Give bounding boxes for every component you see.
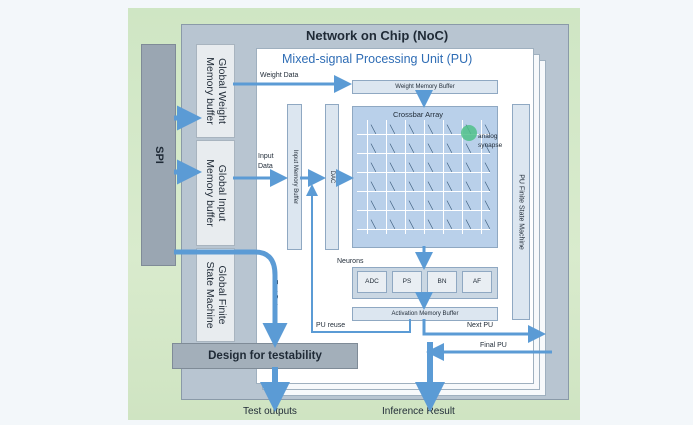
crossbar-column-line	[462, 120, 463, 234]
crossbar-cell: ╲	[466, 182, 471, 191]
crossbar-cell: ╲	[485, 220, 490, 229]
global-input-memory-buffer: Global Input Memory buffer	[196, 140, 235, 246]
crossbar-row-line	[357, 172, 490, 173]
crossbar-cell: ╲	[447, 125, 452, 134]
activation-memory-buffer-label: Activation Memory Buffer	[391, 311, 459, 317]
crossbar-cell: ╲	[371, 182, 376, 191]
crossbar-cell: ╲	[390, 220, 395, 229]
neuron-bn: BN	[427, 271, 457, 293]
crossbar-cell: ╲	[371, 201, 376, 210]
crossbar-cell: ╲	[371, 163, 376, 172]
crossbar-cell: ╲	[428, 125, 433, 134]
neuron-ps: PS	[392, 271, 422, 293]
crossbar-title: Crossbar Array	[393, 110, 444, 119]
crossbar-cell: ╲	[409, 125, 414, 134]
pu-reuse-label: PU reuse	[316, 322, 346, 329]
neurons-title: Neurons	[337, 258, 364, 265]
pu-title: Mixed-signal Processing Unit (PU)	[282, 52, 473, 66]
crossbar-column-line	[386, 120, 387, 234]
crossbar-cell: ╲	[390, 125, 395, 134]
crossbar-cell: ╲	[428, 182, 433, 191]
crossbar-cell: ╲	[447, 182, 452, 191]
crossbar-cell: ╲	[428, 220, 433, 229]
pu-finite-state-machine: PU Finite State Machine	[512, 104, 530, 320]
crossbar-cell: ╲	[485, 144, 490, 153]
neuron-af: AF	[462, 271, 492, 293]
neuron-adc: ADC	[357, 271, 387, 293]
crossbar-cell: ╲	[390, 144, 395, 153]
global-weight-memory-buffer: Global Weight Memory buffer	[196, 44, 235, 138]
weight-memory-buffer-label: Weight Memory Buffer	[395, 84, 455, 90]
crossbar-cell: ╲	[485, 182, 490, 191]
global-finite-state-machine: Global Finite State Machine	[196, 248, 235, 342]
crossbar-cell: ╲	[485, 201, 490, 210]
crossbar-row-line	[357, 229, 490, 230]
crossbar-cell: ╲	[466, 144, 471, 153]
crossbar-cell: ╲	[447, 144, 452, 153]
crossbar-column-line	[481, 120, 482, 234]
next-pu-label: Next PU	[467, 322, 494, 329]
spi-block: SPI	[141, 44, 176, 266]
crossbar-cell: ╲	[371, 125, 376, 134]
crossbar-cell: ╲	[447, 201, 452, 210]
final-pu-label: Final PU	[480, 342, 507, 349]
crossbar-cell: ╲	[466, 163, 471, 172]
crossbar-cell: ╲	[409, 144, 414, 153]
crossbar-column-line	[424, 120, 425, 234]
crossbar-cell: ╲	[485, 163, 490, 172]
crossbar-cell: ╲	[447, 220, 452, 229]
crossbar-cell: ╲	[390, 201, 395, 210]
analog-synapse-marker	[461, 125, 477, 141]
crossbar-column-line	[367, 120, 368, 234]
input-data-label: Input Data	[258, 153, 274, 170]
crossbar-cell: ╲	[447, 163, 452, 172]
crossbar-row-line	[357, 134, 490, 135]
crossbar-column-line	[443, 120, 444, 234]
crossbar-cell: ╲	[485, 125, 490, 134]
arrow-pu-reuse	[306, 184, 411, 333]
crossbar-cell: ╲	[466, 220, 471, 229]
weight-data-label: Weight Data	[260, 72, 299, 79]
arrow-activation-out	[422, 319, 546, 343]
noc-title: Network on Chip (NoC)	[306, 28, 449, 43]
crossbar-cell: ╲	[390, 182, 395, 191]
crossbar-cell: ╲	[409, 201, 414, 210]
crossbar-cell: ╲	[466, 201, 471, 210]
crossbar-cell: ╲	[390, 163, 395, 172]
crossbar-cell: ╲	[428, 163, 433, 172]
crossbar-cell: ╲	[409, 220, 414, 229]
crossbar-column-line	[405, 120, 406, 234]
crossbar-row-line	[357, 210, 490, 211]
crossbar-cell: ╲	[409, 182, 414, 191]
crossbar-cell: ╲	[371, 144, 376, 153]
crossbar-cell: ╲	[428, 201, 433, 210]
arrow-test-data	[174, 249, 288, 348]
crossbar-row-line	[357, 153, 490, 154]
analog-synapse-label: analog synapse	[478, 133, 503, 149]
crossbar-row-line	[357, 191, 490, 192]
crossbar-cell: ╲	[428, 144, 433, 153]
crossbar-cell: ╲	[371, 220, 376, 229]
crossbar-cell: ╲	[409, 163, 414, 172]
